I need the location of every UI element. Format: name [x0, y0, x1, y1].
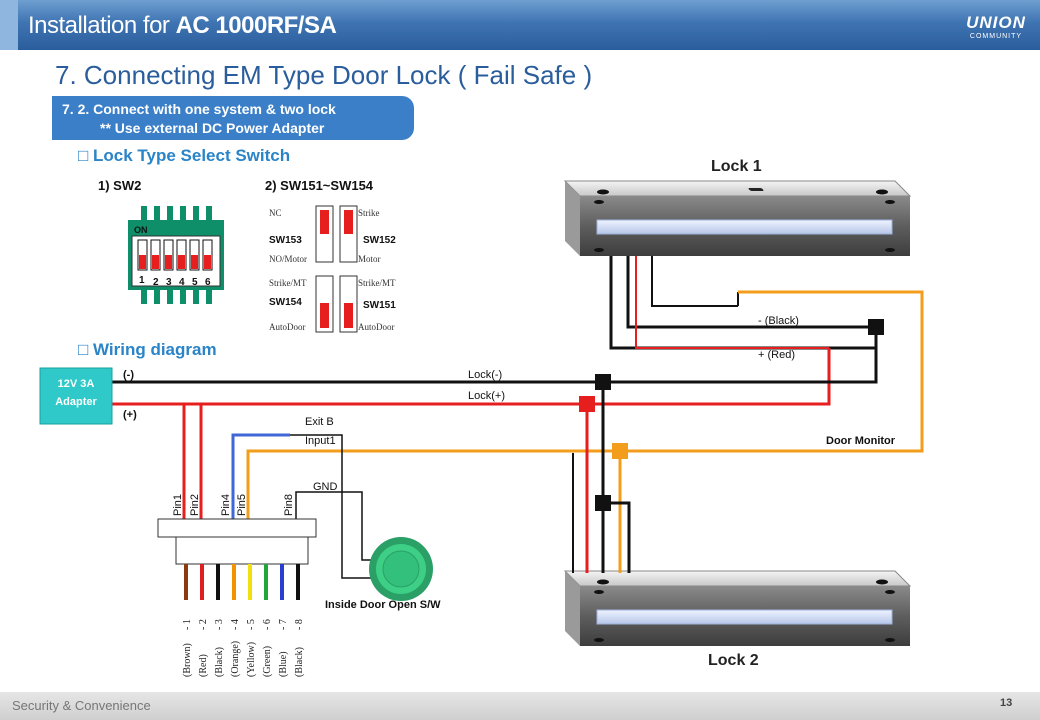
lock1-leads	[609, 256, 878, 350]
adapter-pos-label: (+)	[123, 409, 137, 421]
sw2-on-label: ON	[134, 225, 148, 235]
lock-1: Lock 1	[563, 158, 912, 256]
svg-text:(Black): (Black)	[294, 647, 305, 677]
svg-text:5: 5	[192, 277, 198, 288]
lock2-label: Lock 2	[708, 652, 759, 669]
svg-text:(Blue): (Blue)	[278, 651, 289, 677]
connector: Pin1 Pin2 Pin4 Pin5 Pin8 - 1 (Brown) - 2…	[157, 494, 317, 677]
wiring-heading: □ Wiring diagram	[78, 340, 217, 359]
svg-text:- 2: - 2	[198, 619, 209, 630]
sw154-strikemt-label: Strike/MT	[269, 278, 307, 288]
sw151-autodoor-label: AutoDoor	[358, 322, 395, 332]
footer-bar	[0, 692, 1040, 720]
lock1-label: Lock 1	[711, 158, 762, 175]
switch-heading: □ Lock Type Select Switch	[78, 146, 291, 165]
svg-text:- 7: - 7	[278, 619, 289, 630]
door-monitor-label: Door Monitor	[826, 435, 896, 447]
svg-text:6: 6	[205, 277, 211, 288]
sw153-nomotor-label: NO/Motor	[269, 254, 307, 264]
red-label: + (Red)	[758, 349, 795, 361]
sw152-motor-label: Motor	[358, 254, 381, 264]
header-title-prefix: Installation for	[28, 12, 176, 39]
svg-text:(Yellow): (Yellow)	[246, 642, 257, 677]
svg-text:2: 2	[153, 277, 159, 288]
pin5-label: Pin5	[236, 494, 248, 516]
sw154-name: SW154	[269, 297, 302, 308]
sw2-label: 1) SW2	[98, 178, 141, 193]
lock-2: Lock 2	[563, 570, 912, 669]
header-title-model: AC 1000RF/SA	[175, 12, 337, 39]
footer-text: Security & Convenience	[12, 698, 151, 713]
sw2-pins	[141, 206, 212, 304]
black-negative-wire	[105, 326, 878, 384]
svg-text:- 6: - 6	[262, 619, 273, 630]
adapter-neg-label: (-)	[123, 369, 134, 381]
pin1-label: Pin1	[172, 494, 184, 516]
page-number: 13	[1000, 697, 1013, 709]
header-title: Installation for AC 1000RF/SA	[28, 12, 337, 40]
svg-text:1: 1	[139, 275, 145, 286]
svg-text:- 5: - 5	[246, 619, 257, 630]
svg-text:(Black): (Black)	[214, 647, 225, 677]
svg-text:4: 4	[179, 277, 185, 288]
sw153-nc-label: NC	[269, 208, 282, 218]
header-swoosh	[0, 0, 18, 50]
sw2-toggles	[137, 239, 213, 271]
banner-line-2: ** Use external DC Power Adapter	[100, 120, 325, 136]
svg-text:(Orange): (Orange)	[230, 641, 241, 677]
door-monitor-wire	[620, 290, 924, 453]
sw152-name: SW152	[363, 235, 396, 246]
svg-text:- 1: - 1	[182, 619, 193, 630]
svg-text:(Brown): (Brown)	[182, 643, 193, 677]
black-label: - (Black)	[758, 315, 799, 327]
adapter-line2: Adapter	[55, 396, 97, 408]
svg-text:(Green): (Green)	[262, 646, 273, 677]
adapter-line1: 12V 3A	[58, 378, 95, 390]
exit-b-label: Exit B	[305, 416, 334, 428]
inside-door-open-switch: Inside Door Open S/W	[325, 537, 441, 611]
sw151-strikemt-label: Strike/MT	[358, 278, 396, 288]
sw153-name: SW153	[269, 235, 302, 246]
sw151-name: SW151	[363, 300, 396, 311]
pin8-label: Pin8	[283, 494, 295, 516]
lock-neg-label: Lock(-)	[468, 369, 502, 381]
input1-label: Input1	[305, 435, 336, 447]
svg-text:3: 3	[166, 277, 172, 288]
svg-text:- 4: - 4	[230, 619, 241, 630]
pin4-label: Pin4	[220, 494, 232, 516]
subtitle-banner	[52, 96, 414, 140]
union-logo-sub: COMMUNITY	[969, 33, 1023, 40]
lock-pos-label: Lock(+)	[468, 390, 505, 402]
gnd-label: GND	[313, 481, 338, 493]
sw2-switch: 1) SW2 ON 1 2 3 4 5 6	[98, 178, 224, 304]
banner-line-1: 7. 2. Connect with one system & two lock	[62, 101, 336, 117]
pin2-label: Pin2	[189, 494, 201, 516]
inside-door-label: Inside Door Open S/W	[325, 599, 441, 611]
union-logo: UNION	[966, 13, 1026, 32]
page-title: 7. Connecting EM Type Door Lock ( Fail S…	[55, 60, 593, 90]
svg-text:(Red): (Red)	[198, 654, 209, 677]
sw151-label: 2) SW151~SW154	[265, 178, 374, 193]
sw154-autodoor-label: AutoDoor	[269, 322, 306, 332]
svg-text:- 3: - 3	[214, 619, 225, 630]
sw152-strike-label: Strike	[358, 208, 380, 218]
wire-labels: Lock(-) Lock(+) - (Black) + (Red) Door M…	[305, 315, 896, 493]
svg-text:- 8: - 8	[294, 619, 305, 630]
junctions	[579, 319, 884, 511]
sw2-numbers: 1 2 3 4 5 6	[139, 275, 211, 288]
power-adapter: 12V 3A Adapter (-) (+)	[39, 367, 137, 425]
header-bar	[0, 0, 1040, 50]
wire-color-labels: - 1 (Brown) - 2 (Red) - 3 (Black) - 4 (O…	[182, 619, 305, 677]
red-positive-wire	[182, 348, 831, 564]
sw151-sw154-switches: 2) SW151~SW154 NC NO/Motor Strike Motor …	[265, 178, 396, 333]
